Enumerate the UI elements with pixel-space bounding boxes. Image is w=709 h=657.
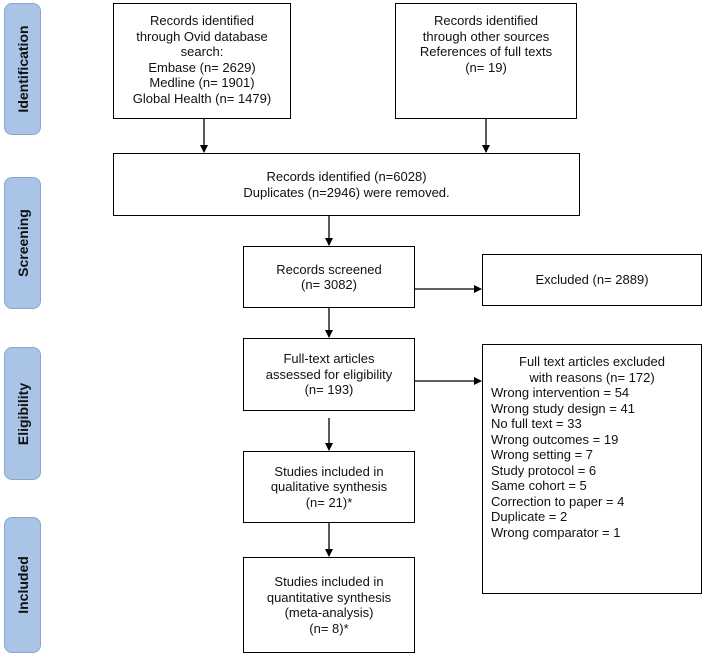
box-excluded: Excluded (n= 2889) <box>482 254 702 306</box>
excluded-reason: Duplicate = 2 <box>491 509 568 524</box>
box-ovid-line: Embase (n= 2629) <box>148 59 256 75</box>
box-qualitative-synthesis: Studies included in qualitative synthesi… <box>243 451 415 523</box>
phase-screening: Screening <box>4 177 41 309</box>
excluded-reason: Wrong comparator = 1 <box>491 524 621 540</box>
box-quantitative-line: quantitative synthesis <box>266 589 392 605</box>
excluded-reason: Correction to paper = 4 <box>491 493 625 509</box>
excluded-heading-line: Full text articles excluded <box>519 354 665 369</box>
phase-eligibility-label: Eligibility <box>14 382 31 445</box>
box-quantitative-line: (n= 8)* <box>309 620 349 636</box>
box-other-line: through other sources <box>422 28 550 44</box>
box-quantitative-line: Studies included in <box>274 574 384 589</box>
excluded-heading: Full text articles excluded with reasons… <box>483 354 701 385</box>
box-qualitative-line: (n= 21)* <box>305 494 353 510</box>
excluded-heading-line: with reasons (n= 172) <box>529 369 655 385</box>
box-ovid-line: Medline (n= 1901) <box>149 75 255 90</box>
phase-included-label: Included <box>14 556 31 614</box>
box-records-combined: Records identified (n=6028) Duplicates (… <box>113 153 580 216</box>
box-ovid-line: Global Health (n= 1479) <box>132 90 272 106</box>
box-ovid-line: search: <box>180 44 224 59</box>
box-other-line: (n= 19) <box>465 59 507 75</box>
excluded-reason: Wrong outcomes = 19 <box>491 431 619 447</box>
box-screened-line: (n= 3082) <box>300 277 357 292</box>
phase-identification-label: Identification <box>14 25 31 113</box>
excluded-reason: Study protocol = 6 <box>491 462 597 478</box>
box-fulltext-line: Full-text articles <box>283 351 375 367</box>
box-ovid-line: through Ovid database <box>136 28 268 44</box>
excluded-reason: Same cohort = 5 <box>491 478 587 493</box>
box-screened-line: Records screened <box>276 261 382 277</box>
phase-identification: Identification <box>4 3 41 135</box>
excluded-reason: Wrong study design = 41 <box>491 400 635 416</box>
box-qualitative-line: Studies included in <box>274 463 384 479</box>
excluded-reasons-list: Wrong intervention = 54 Wrong study desi… <box>483 385 701 540</box>
box-excluded-line: Excluded (n= 2889) <box>535 272 649 288</box>
excluded-reason: Wrong setting = 7 <box>491 447 594 462</box>
box-fulltext-assessed: Full-text articles assessed for eligibil… <box>243 338 415 411</box>
box-fulltext-line: assessed for eligibility <box>265 366 393 382</box>
box-combined-line: Duplicates (n=2946) were removed. <box>243 184 450 200</box>
box-quantitative-line: (meta-analysis) <box>284 605 374 620</box>
phase-included: Included <box>4 517 41 653</box>
box-quantitative-synthesis: Studies included in quantitative synthes… <box>243 557 415 653</box>
phase-eligibility: Eligibility <box>4 347 41 480</box>
box-combined-line: Records identified (n=6028) <box>266 169 427 184</box>
box-qualitative-line: qualitative synthesis <box>270 479 388 495</box>
box-records-screened: Records screened (n= 3082) <box>243 246 415 308</box>
box-ovid-records: Records identified through Ovid database… <box>113 3 291 119</box>
box-other-sources: Records identified through other sources… <box>395 3 577 119</box>
excluded-reason: No full text = 33 <box>491 416 582 431</box>
box-other-line: References of full texts <box>419 44 553 59</box>
phase-screening-label: Screening <box>14 209 31 277</box>
box-fulltext-excluded: Full text articles excluded with reasons… <box>482 344 702 594</box>
box-fulltext-line: (n= 193) <box>304 382 354 398</box>
box-ovid-line: Records identified <box>149 13 255 28</box>
box-other-line: Records identified <box>433 13 539 28</box>
excluded-reason: Wrong intervention = 54 <box>491 385 630 400</box>
